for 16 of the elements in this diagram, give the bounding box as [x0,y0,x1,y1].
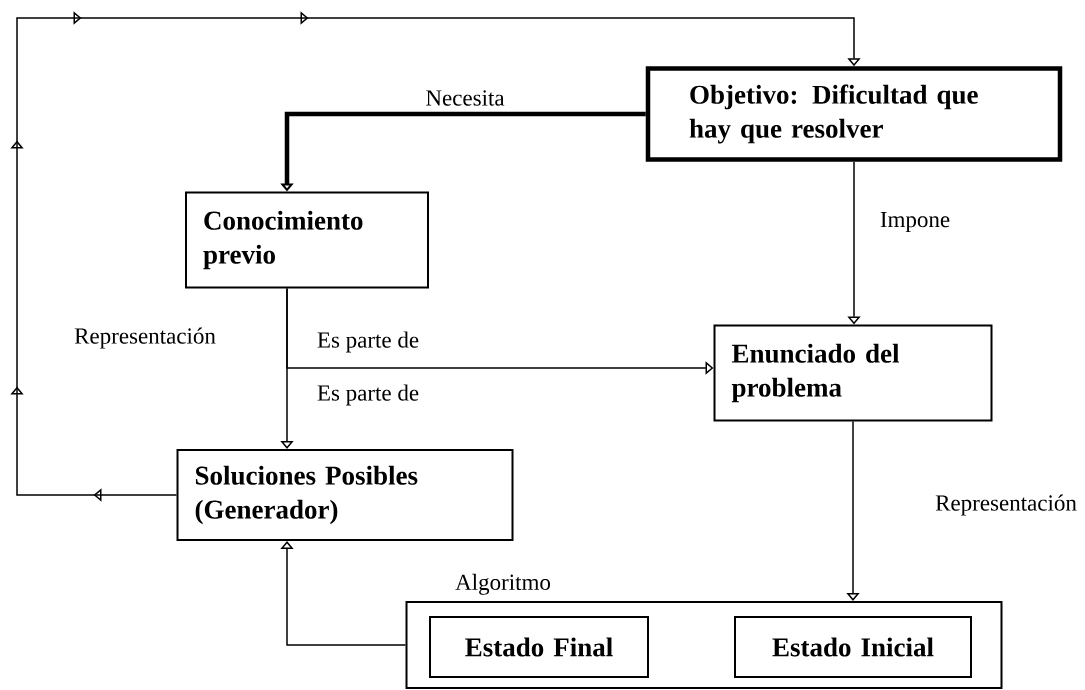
concept-box: Conocimiento previo [185,191,429,289]
edge-label: Impone [880,212,950,232]
goal-box: Objetivo: Dificultad que hay que resolver [645,66,1063,162]
edge-label: Es parte de [317,384,419,406]
arrow [280,541,407,646]
container-box [405,573,1003,689]
edge-label: Representación [935,494,1077,516]
state-box: Estado Inicial [734,616,972,678]
edge-label: Representación [74,327,216,349]
concept-box: Enunciado del problema [713,324,993,422]
arrow [10,11,861,502]
edge-label: Necesita [426,90,505,106]
state-box: Estado Final [429,616,649,678]
concept-box: Soluciones Posibles (Generador) [176,449,514,541]
container-label: Algoritmo [455,573,551,595]
edge-label: Es parte de [317,331,419,353]
